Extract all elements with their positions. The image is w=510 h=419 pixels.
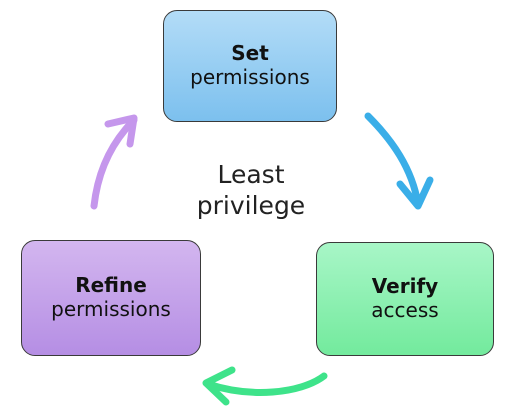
step-set-subtitle: permissions	[190, 65, 310, 89]
step-verify-access: Verify access	[316, 242, 494, 356]
arrow-verify-to-refine	[202, 366, 328, 406]
step-verify-title: Verify	[371, 274, 439, 299]
step-refine-subtitle: permissions	[51, 297, 171, 321]
step-refine-title: Refine	[75, 273, 147, 298]
center-label-line1: Least	[217, 160, 285, 189]
arrow-set-to-verify	[364, 112, 434, 210]
step-refine-permissions: Refine permissions	[21, 240, 201, 356]
step-verify-subtitle: access	[371, 298, 439, 322]
center-label-least-privilege: Least privilege	[176, 160, 326, 221]
step-set-permissions: Set permissions	[163, 10, 337, 122]
center-label-line2: privilege	[196, 190, 306, 220]
step-set-title: Set	[231, 41, 269, 66]
arrow-refine-to-set	[90, 114, 138, 210]
